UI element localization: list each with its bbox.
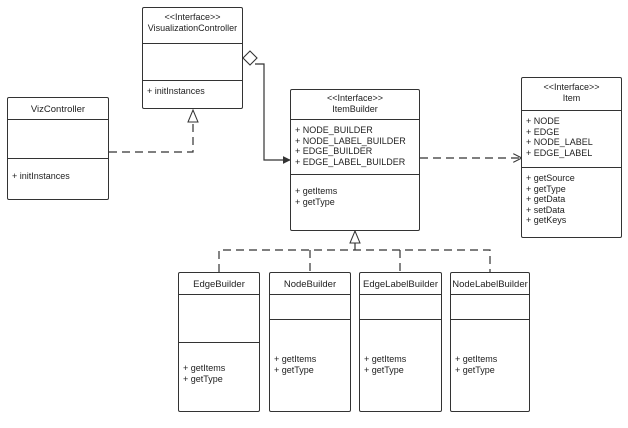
class-name: ItemBuilder (332, 104, 378, 114)
class-header: NodeLabelBuilder (451, 273, 529, 295)
class-name: VisualizationController (147, 23, 238, 33)
class-node-label-builder[interactable]: NodeLabelBuilder + getItems + getType (450, 272, 530, 412)
class-header: NodeBuilder (270, 273, 350, 295)
attribute-item: + EDGE_LABEL_BUILDER (295, 156, 406, 167)
attribute-item: + NODE_LABEL (526, 137, 593, 148)
stereotype-label: <<Interface>> (543, 82, 600, 92)
class-edge-builder[interactable]: EdgeBuilder + getItems + getType (178, 272, 260, 412)
operations-section: + getSource + getType + getData + setDat… (522, 168, 621, 237)
attribute-item: + NODE (526, 116, 560, 126)
aggregation-diamond (242, 50, 258, 66)
attribute-item: + NODE_BUILDER (295, 125, 373, 135)
realization-bus (218, 249, 491, 272)
operation-item: + setData (526, 204, 565, 215)
class-name: Item (562, 93, 581, 103)
operation-item: + getItems (274, 354, 317, 364)
class-name: EdgeLabelBuilder (362, 279, 438, 290)
operations-section: + getItems + getType (360, 320, 441, 411)
class-name: EdgeBuilder (193, 279, 245, 290)
operations-section: + getItems + getType (270, 320, 350, 411)
class-name: NodeLabelBuilder (452, 279, 528, 290)
class-node-builder[interactable]: NodeBuilder + getItems + getType (269, 272, 351, 412)
operation-item: + getType (364, 364, 404, 375)
operation-item: + getType (183, 373, 223, 384)
class-name: NodeBuilder (283, 279, 337, 290)
operations-section: + getItems + getType (179, 343, 259, 411)
operations-section: + initInstances (8, 159, 108, 199)
class-item-builder[interactable]: <<Interface>> ItemBuilder + NODE_BUILDER… (290, 89, 420, 231)
operation-item: + getItems (364, 354, 407, 364)
class-name: VizController (30, 104, 86, 115)
class-header: VizController (8, 98, 108, 120)
attributes-section (179, 295, 259, 343)
operation-item: + getItems (183, 363, 226, 373)
class-header: EdgeLabelBuilder (360, 273, 441, 295)
class-header: <<Interface>> ItemBuilder (291, 90, 419, 120)
attribute-item: + NODE_LABEL_BUILDER (295, 135, 406, 146)
aggregation-visualization-controller-to-item-builder (255, 63, 291, 164)
operation-item: + getItems (455, 354, 498, 364)
class-item[interactable]: <<Interface>> Item + NODE + EDGE + NODE_… (521, 77, 622, 238)
attributes-section (270, 295, 350, 320)
operations-section: + getItems + getType (291, 175, 419, 230)
operation-item: + getType (526, 183, 566, 194)
operation-item: + getKeys (526, 215, 567, 226)
class-viz-controller[interactable]: VizController + initInstances (7, 97, 109, 200)
operation-item: + getData (526, 194, 566, 205)
attributes-section: + NODE + EDGE + NODE_LABEL + EDGE_LABEL (522, 111, 621, 168)
class-header: <<Interface>> VisualizationController (143, 8, 242, 44)
attributes-section (451, 295, 529, 320)
operations-section: + getItems + getType (451, 320, 529, 411)
attributes-section (360, 295, 441, 320)
stereotype-label: <<Interface>> (326, 93, 384, 103)
operation-item: + initInstances (147, 86, 205, 96)
attribute-item: + EDGE_LABEL (526, 147, 593, 158)
class-visualization-controller[interactable]: <<Interface>> VisualizationController + … (142, 7, 243, 109)
attribute-item: + EDGE_BUILDER (295, 146, 373, 157)
class-header: <<Interface>> Item (522, 78, 621, 111)
operation-item: + getType (295, 196, 335, 207)
operation-item: + getType (455, 364, 495, 375)
operations-section: + initInstances (143, 81, 242, 108)
operation-item: + initInstances (12, 171, 70, 181)
class-header: EdgeBuilder (179, 273, 259, 295)
operation-item: + getSource (526, 173, 575, 183)
operation-item: + getItems (295, 186, 338, 196)
realization-viz-to-visualization-controller (109, 110, 193, 153)
class-edge-label-builder[interactable]: EdgeLabelBuilder + getItems + getType (359, 272, 442, 412)
attributes-section (143, 44, 242, 81)
stereotype-label: <<Interface>> (164, 12, 221, 22)
attributes-section: + NODE_BUILDER + NODE_LABEL_BUILDER + ED… (291, 120, 419, 175)
attributes-section (8, 120, 108, 159)
operation-item: + getType (274, 364, 314, 375)
attribute-item: + EDGE (526, 126, 560, 137)
